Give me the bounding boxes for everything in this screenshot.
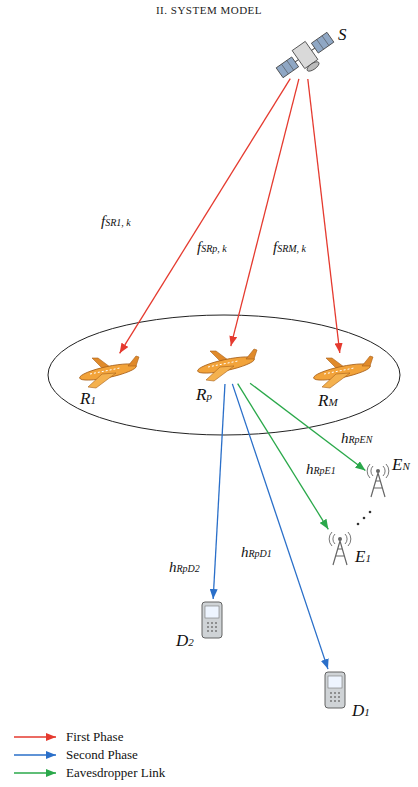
channel-label: fSRM, k: [272, 240, 307, 255]
aircraft-icon: [196, 349, 257, 381]
channel-label: fSR1, k: [100, 214, 132, 229]
blue-link: [213, 384, 225, 599]
node-label: E1: [355, 548, 371, 565]
channel-label: hRpD2: [168, 560, 201, 575]
phone-icon: [325, 672, 345, 708]
green-link: [250, 383, 365, 470]
legend-text: Eavesdropper Link: [66, 766, 165, 779]
tower-icon: [329, 532, 351, 565]
node-label: S: [338, 26, 347, 43]
red-link: [120, 79, 291, 354]
eavesdropper-node: E1: [329, 531, 351, 565]
red-link: [231, 79, 299, 346]
legend-sample: [14, 736, 56, 737]
channel-label: hRpEN: [340, 431, 373, 446]
channel-label: hRpE1: [305, 462, 337, 477]
relay-node: R1: [76, 355, 140, 389]
user-node: D1: [324, 671, 346, 709]
satellite-node: S: [277, 33, 333, 77]
phone-icon: [202, 602, 222, 638]
aircraft-icon: [78, 356, 139, 388]
green-link: [238, 384, 329, 530]
node-label: EN: [392, 456, 410, 473]
node-label: Rp: [196, 386, 212, 403]
satellite-icon: [273, 28, 340, 86]
node-label: D1: [352, 702, 370, 719]
user-node: D2: [201, 601, 223, 639]
tower-icon: [367, 464, 389, 497]
ellipsis-dots: [357, 511, 372, 526]
node-label: R1: [80, 390, 96, 407]
node-label: RM: [318, 392, 338, 409]
relay-node: RM: [310, 355, 374, 389]
channel-label: hRpD1: [240, 545, 273, 560]
node-label: D2: [176, 632, 194, 649]
blue-link: [232, 384, 328, 669]
channel-label: fSRp, k: [196, 240, 228, 255]
legend-sample: [14, 754, 56, 755]
aircraft-icon: [312, 356, 373, 388]
legend-text: First Phase: [66, 730, 123, 743]
relay-cluster: [48, 315, 400, 435]
legend-sample: [14, 772, 56, 773]
diagram-title: II. SYSTEM MODEL: [0, 4, 418, 16]
legend-text: Second Phase: [66, 748, 138, 761]
red-link: [308, 79, 340, 353]
relay-node: Rp: [194, 348, 258, 382]
eavesdropper-node: EN: [367, 463, 389, 497]
